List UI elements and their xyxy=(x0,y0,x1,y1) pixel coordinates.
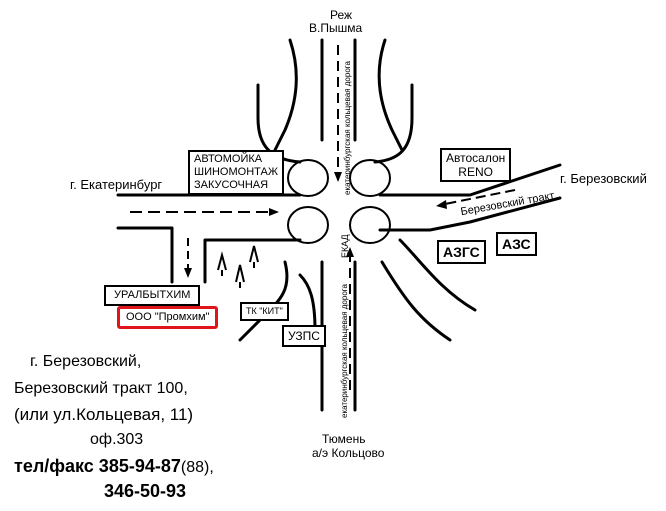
carwash-line-2: ШИНОМОНТАЖ xyxy=(194,166,278,178)
ring-road-north-edges xyxy=(320,38,357,142)
autosalon-line-1: Автосалон xyxy=(446,151,506,165)
east-road-bottom xyxy=(378,196,562,232)
address-line-2: Березовский тракт 100, xyxy=(14,380,188,397)
loop-nw xyxy=(287,159,329,197)
arrowhead-south xyxy=(334,172,342,182)
carwash-line-3: ЗАКУСОЧНАЯ xyxy=(194,179,269,191)
direction-west: г. Екатеринбург xyxy=(70,177,163,192)
azgs-box: АЗГС xyxy=(437,240,486,264)
ring-road-label-north: екатеринбургская кольцевая дорога xyxy=(343,61,352,195)
loop-se xyxy=(349,206,391,244)
carwash-box: АВТОМОЙКА ШИНОМОНТАЖ ЗАКУСОЧНАЯ xyxy=(188,150,284,195)
arrow-east-lane xyxy=(439,189,516,206)
ekad-label: ЕКАД xyxy=(340,234,350,258)
ramp-southwest xyxy=(238,260,289,342)
arrowhead-east xyxy=(436,200,447,209)
autosalon-line-2: RENO xyxy=(458,165,493,179)
phone-line-2: 346-50-93 xyxy=(104,481,187,501)
ramp-southeast xyxy=(380,238,477,342)
azs-box: АЗС xyxy=(496,232,537,256)
tree-icons xyxy=(217,245,259,288)
phone-line-1: тел/факс 385-94-87(88), xyxy=(14,457,214,477)
phone-1-extra: (88), xyxy=(180,459,214,476)
direction-south-2: а/э Кольцово xyxy=(312,446,385,460)
ring-road-label-south: екатеринбургская кольцевая дорога xyxy=(340,284,349,418)
loop-sw xyxy=(287,206,329,244)
east-road-top xyxy=(378,163,562,197)
loop-ne xyxy=(349,159,391,197)
tk-kit-box: ТК "КИТ" xyxy=(240,302,289,321)
ramp-west-upper xyxy=(256,83,302,164)
promhim-highlight-box: ООО "Промхим" xyxy=(117,306,219,329)
uzps-box: УЗПС xyxy=(282,325,326,347)
carwash-line-1: АВТОМОЙКА xyxy=(194,153,263,165)
direction-north-2: В.Пышма xyxy=(309,21,363,35)
autosalon-box: Автосалон RENO xyxy=(440,148,512,182)
address-line-1: г. Березовский, xyxy=(30,353,142,370)
arrowhead-down xyxy=(184,268,192,278)
west-road-bottom xyxy=(116,226,302,284)
arrowhead-north xyxy=(346,247,354,257)
uralbythim-box: УРАЛБЫТХИМ xyxy=(104,285,201,306)
arrowhead-west xyxy=(269,208,279,216)
address-office: оф.303 xyxy=(90,431,144,448)
ramp-northwest xyxy=(273,38,298,152)
direction-north-1: Реж xyxy=(330,8,353,22)
direction-east: г. Березовский xyxy=(560,171,647,186)
phone-1: тел/факс 385-94-87 xyxy=(14,456,181,476)
direction-south-1: Тюмень xyxy=(322,432,366,446)
ramp-east-upper xyxy=(373,83,414,164)
ramp-northeast xyxy=(377,38,404,152)
address-line-3: (или ул.Кольцевая, 11) xyxy=(14,405,194,424)
